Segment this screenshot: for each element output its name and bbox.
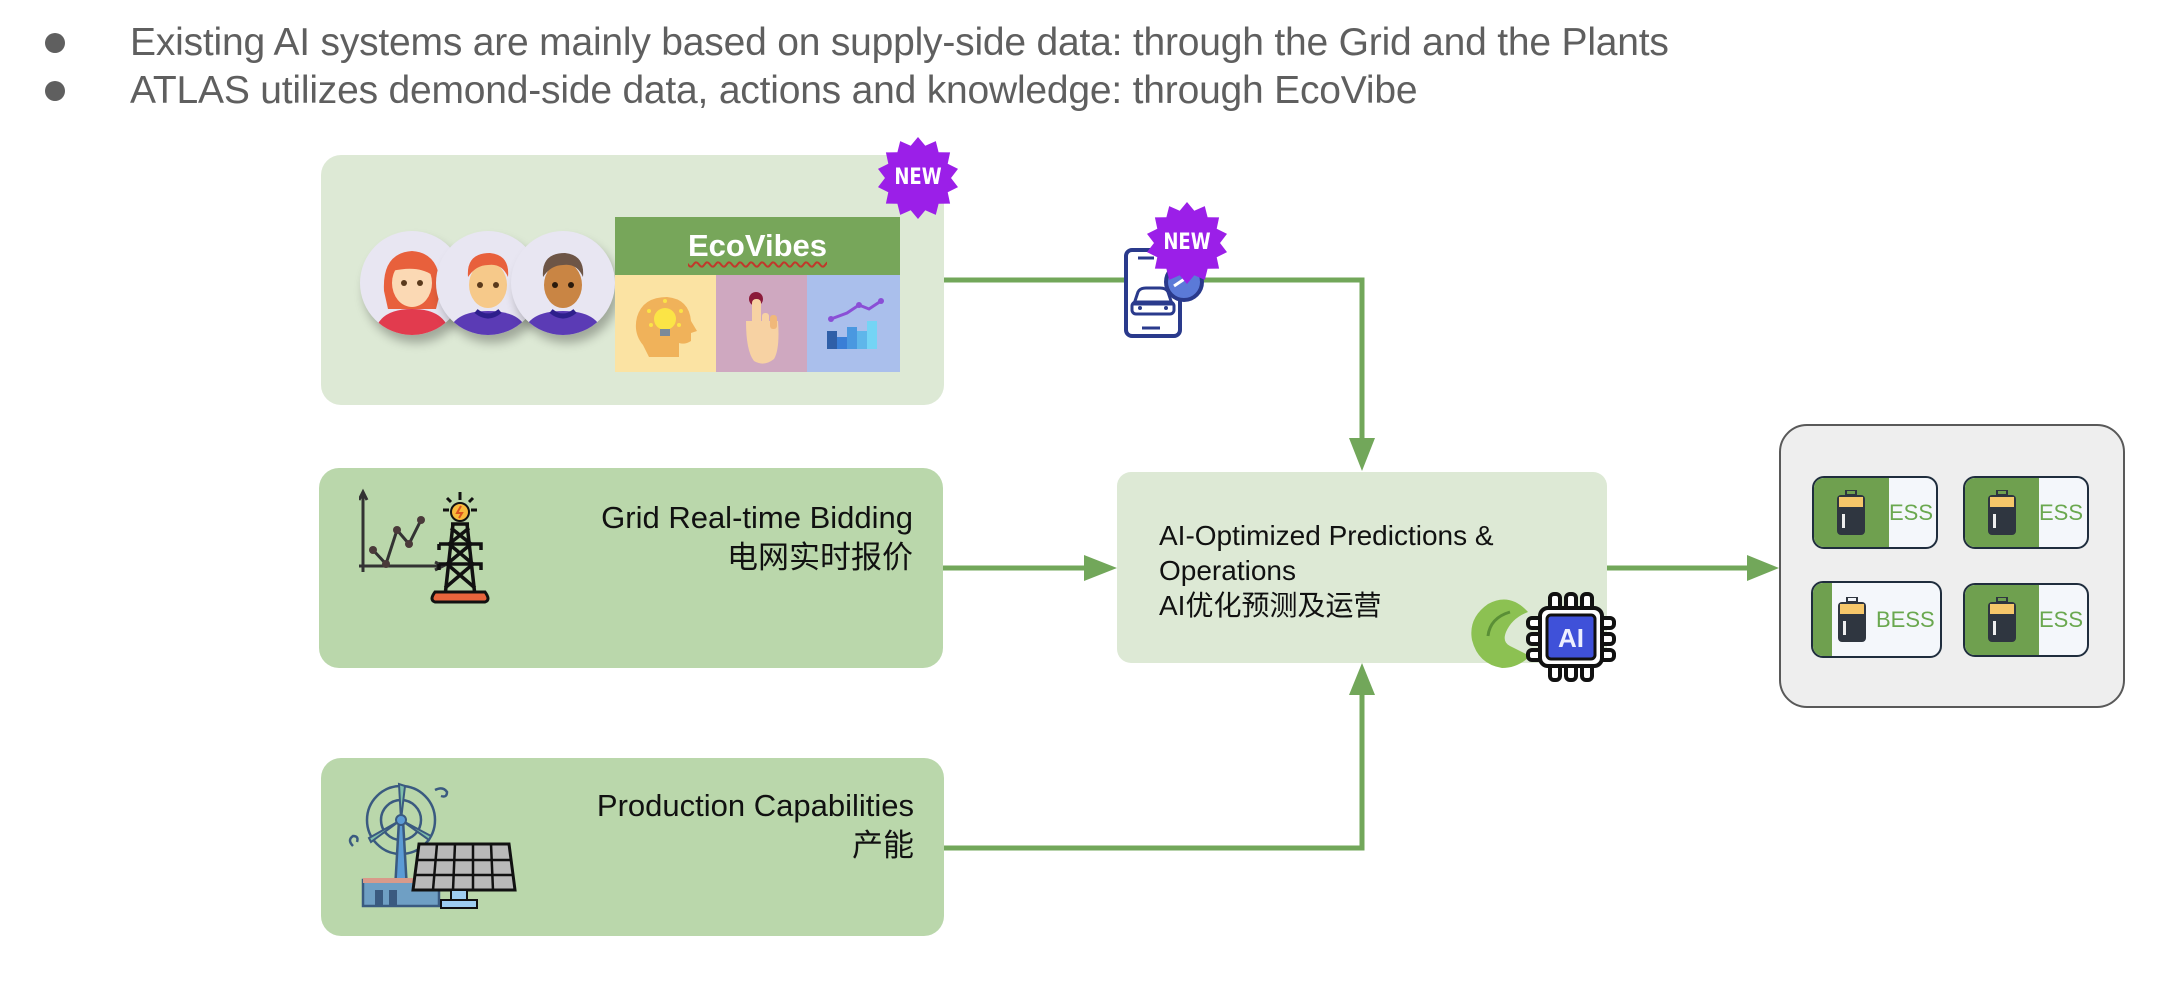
ai-text-line3: AI优化预测及运营 — [1159, 590, 1382, 621]
new-badge: NEW — [1145, 201, 1229, 285]
arrowhead-right — [1084, 555, 1117, 581]
battery-icon — [1837, 490, 1865, 535]
bullet-dot — [45, 33, 65, 53]
bess-card[interactable]: BESS — [1811, 581, 1942, 658]
ess-card-label: BESS — [1876, 606, 1935, 632]
new-badge: NEW — [876, 136, 960, 220]
new-badge-label: NEW — [894, 165, 942, 190]
ecovibes-app-panel[interactable]: EcoVibes — [615, 217, 900, 372]
grid-bidding-text: Grid Real-time Bidding 电网实时报价 — [601, 498, 913, 578]
new-badge-label: NEW — [1163, 230, 1211, 255]
ess-card-label: ESS — [1889, 499, 1934, 525]
bullet-text: ATLAS utilizes demond-side data, actions… — [130, 69, 1418, 112]
wind-solar-icon — [348, 782, 517, 909]
ess-card-fill — [1813, 583, 1832, 656]
production-title: Production Capabilities — [596, 788, 914, 823]
bullet-text: Existing AI systems are mainly based on … — [130, 21, 1669, 64]
ai-chip-icon: AI — [1526, 592, 1616, 682]
production-text: Production Capabilities 产能 — [597, 786, 914, 866]
battery-icon — [1838, 597, 1866, 642]
tap-finger-icon — [746, 292, 779, 364]
starburst-icon — [878, 137, 958, 219]
analytics-chart-icon — [827, 298, 884, 349]
ess-card[interactable]: ESS — [1963, 583, 2089, 657]
ess-card[interactable]: ESS — [1963, 476, 2089, 549]
ai-optimization-text: AI-Optimized Predictions & Operations AI… — [1159, 518, 1494, 623]
production-capabilities-box: Production Capabilities 产能 — [321, 758, 944, 936]
ai-text-line1: AI-Optimized Predictions & — [1159, 520, 1494, 551]
eco-leaf-icon — [1471, 599, 1530, 668]
bullet-item: ATLAS utilizes demond-side data, actions… — [0, 67, 2000, 115]
ecovibe-to-ai-connector — [944, 277, 1365, 440]
analytics-tile — [807, 275, 900, 372]
arrowhead-right — [1747, 555, 1779, 581]
energy-storage-box — [1779, 424, 2125, 708]
ess-card-label: ESS — [2039, 499, 2084, 525]
power-tower-chart-icon — [359, 488, 490, 604]
battery-icon — [1988, 597, 2016, 642]
starburst-icon — [1147, 202, 1227, 284]
user-man-dark-avatar — [511, 231, 615, 335]
idea-tile — [615, 275, 716, 372]
grid-bidding-subtitle: 电网实时报价 — [727, 540, 913, 575]
ai-optimization-box: AI-Optimized Predictions & Operations AI… — [1117, 472, 1607, 663]
production-to-ai-connector — [944, 693, 1365, 851]
ai-text-line2: Operations — [1159, 555, 1296, 586]
ecovibes-header: EcoVibes — [615, 217, 900, 275]
battery-icon — [1988, 490, 2016, 535]
grid-bidding-title: Grid Real-time Bidding — [601, 500, 913, 535]
bullet-dot — [45, 81, 65, 101]
ecovibes-title: EcoVibes — [687, 228, 827, 263]
ess-card[interactable]: ESS — [1812, 476, 1938, 549]
ess-card-label: ESS — [2039, 607, 2084, 632]
production-subtitle: 产能 — [852, 828, 914, 863]
arrowhead-down — [1349, 438, 1375, 471]
idea-head-icon — [635, 297, 697, 357]
bullet-item: Existing AI systems are mainly based on … — [0, 19, 2000, 67]
tap-tile — [716, 275, 807, 372]
grid-bidding-box: Grid Real-time Bidding 电网实时报价 — [319, 468, 943, 668]
arrowhead-up — [1349, 663, 1375, 695]
ai-chip-label: AI — [1558, 623, 1584, 653]
